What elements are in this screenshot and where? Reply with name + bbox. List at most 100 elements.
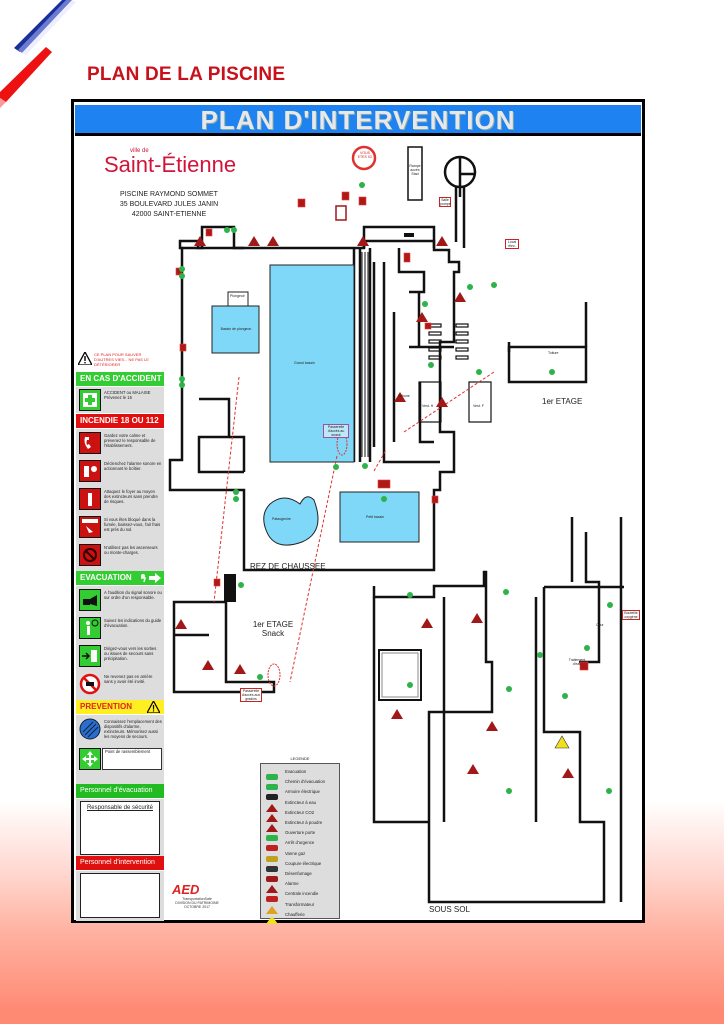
evacuation-text: Suivez les indications du guide d'évacua… <box>104 618 162 628</box>
guide-icon <box>79 617 101 639</box>
safety-sidebar: CE PLAN POUR SAUVER D'AUTRES VIES... NE … <box>76 350 164 921</box>
electrical-cabinet-icon <box>265 788 279 801</box>
legend-label: Ouverture porte <box>285 830 316 836</box>
legend-label: Centrale incendie <box>285 891 319 897</box>
legend-label: Extincteur à eau <box>285 799 317 805</box>
legend-label: Extincteur CO2 <box>285 809 315 815</box>
accident-text: ACCIDENT ou MALAISE Prévenez le 15 <box>104 390 151 400</box>
fire-hose-icon <box>79 718 101 740</box>
legend-item: Extincteur CO2 <box>263 808 339 822</box>
diving-pool-label: Bassin de plongeon <box>220 327 252 331</box>
fire-text: Si vous êtes bloqué dans la fumée, baiss… <box>104 517 161 532</box>
first-floor-label: 1er ETAGE <box>542 397 583 406</box>
fire-text: Gardez votre calme et prévenez le respon… <box>104 433 156 448</box>
address-line: 35 BOULEVARD JULES JANIN <box>119 201 219 208</box>
fire-item: Gardez votre calme et prévenez le respon… <box>76 430 164 458</box>
evacuation-icon <box>265 768 279 780</box>
aed-company: TransportationSafe <box>182 897 212 901</box>
intervention-staff-box <box>80 873 160 918</box>
logo-main: Saint-Étienne <box>104 152 237 177</box>
prevention-text: Connaissez l'emplacement des dispositifs… <box>104 719 162 739</box>
petit-bassin <box>339 491 420 543</box>
snack-name: Snack <box>261 629 285 638</box>
snack-floor-label: 1er ETAGE Snack <box>248 620 298 638</box>
warning-row: CE PLAN POUR SAUVER D'AUTRES VIES... NE … <box>76 350 164 370</box>
phone-icon <box>79 432 101 454</box>
fire-text: Attaquez le foyer au moyen des extincteu… <box>104 489 158 504</box>
transformer-icon <box>265 901 279 914</box>
boiler-icon <box>265 911 279 924</box>
warning-icon <box>78 352 92 365</box>
fire-control-icon <box>265 890 279 903</box>
poster-header: PLAN D'INTERVENTION <box>75 105 641 136</box>
basement-walls <box>372 517 624 904</box>
legend-item: Vanne gaz <box>263 849 339 862</box>
legend-item: Arrêt d'urgence <box>263 838 339 852</box>
small-pool-label: Petit bassin <box>366 515 385 519</box>
evacuation-item: A l'audition du signal sonore ou sur ord… <box>76 587 164 615</box>
ground-floor-label: REZ DE CHAUSSEE <box>250 562 326 571</box>
snack-bridge-label: Passerelle d'accès au snack <box>323 424 349 438</box>
pump-room-label: Salle pompe <box>439 197 451 207</box>
fire-item: Si vous êtes bloqué dans la fumée, baiss… <box>76 514 164 542</box>
snack-floor-level: 1er ETAGE <box>252 620 294 629</box>
fire-item: N'utilisez pas les ascenseurs ou monte-c… <box>76 542 164 570</box>
prevention-text: Point de rassemblement <box>105 749 151 754</box>
intervention-staff-band: Personnel d'intervention <box>76 856 164 870</box>
aed-note: DIVISION DU PATRIMOINE <box>175 901 219 905</box>
electrical-room-label: Local élec. <box>505 239 519 249</box>
stands-bridge-label: Passerelle d'accès aux gradins <box>240 688 262 702</box>
roof-label: Toiture <box>548 351 559 355</box>
evacuation-item: Ne revenez pas en arrière sans y avoir é… <box>76 671 164 699</box>
prevention-title: PREVENTION <box>80 702 133 711</box>
smoke-crawl-icon <box>79 516 101 538</box>
water-treatment-label: Traitement d'eau <box>568 658 586 666</box>
snack-stairs <box>224 574 236 602</box>
legend-label: Extincteur à poudre <box>285 820 323 825</box>
legend-title: LEGENDE <box>290 756 310 761</box>
fire-control-icon <box>335 205 347 221</box>
legend-item: Evacuation <box>263 767 339 780</box>
logo-sup: ville de <box>130 148 149 154</box>
evacuation-path-icon <box>265 778 279 791</box>
evacuation-item: Suivez les indications du guide d'évacua… <box>76 615 164 643</box>
boiler-icon <box>554 735 570 749</box>
fire-text: N'utilisez pas les ascenseurs ou monte-c… <box>104 545 158 555</box>
evacuation-text: A l'audition du signal sonore ou sur ord… <box>104 590 162 600</box>
legend-label: Armoire électrique <box>285 789 320 795</box>
aed-logo: AED TransportationSafe DIVISION DU PATRI… <box>172 882 222 909</box>
legend-label: Chaufferie <box>285 911 305 917</box>
legend-label: Chemin d'évacuation <box>285 779 325 785</box>
emergency-exit-icon <box>265 829 279 842</box>
legend-item: Transformateur <box>263 900 339 914</box>
water-extinguisher-icon <box>265 799 279 812</box>
legend-label: Evacuation <box>285 769 307 774</box>
evacuation-item: Dirigez-vous vers les sorties ou issues … <box>76 643 164 671</box>
aed-logo-text: AED <box>172 882 200 897</box>
exit-arrow-icon <box>141 573 161 583</box>
gas-valve-icon <box>265 850 279 862</box>
powder-extinguisher-icon <box>265 819 279 832</box>
fire-text: Déclenchez l'alarme sonore en actionnant… <box>104 461 162 471</box>
legend-label: Vanne gaz <box>285 850 306 856</box>
accident-item: ACCIDENT ou MALAISE Prévenez le 15 <box>76 387 164 413</box>
stand-label: Tribune <box>398 394 410 398</box>
women-locker-label: Vest. F <box>473 404 484 408</box>
flag-ribbon-icon <box>0 0 76 108</box>
fire-item: Déclenchez l'alarme sonore en actionnant… <box>76 458 164 486</box>
legend-item: Ouverture porte <box>263 828 339 842</box>
address: PISCINE RAYMOND SOMMET 35 BOULEVARD JULE… <box>94 190 244 220</box>
legend-label: Arrêt d'urgence <box>285 840 315 846</box>
warning-icon <box>147 701 160 713</box>
warning-text: CE PLAN POUR SAUVER D'AUTRES VIES... NE … <box>94 352 149 367</box>
legend-label: Transformateur <box>285 901 315 907</box>
legend-item: Extincteur à poudre <box>263 818 339 832</box>
ground-floor-walls <box>168 225 461 572</box>
extinguisher-icon <box>79 488 101 510</box>
diving-board-label: Plongeoir <box>230 294 245 298</box>
legend-item: Désenfumage <box>263 869 339 882</box>
floor-plan <box>168 145 624 904</box>
emergency-stop-icon <box>265 839 279 852</box>
pataugeoire <box>263 496 319 546</box>
